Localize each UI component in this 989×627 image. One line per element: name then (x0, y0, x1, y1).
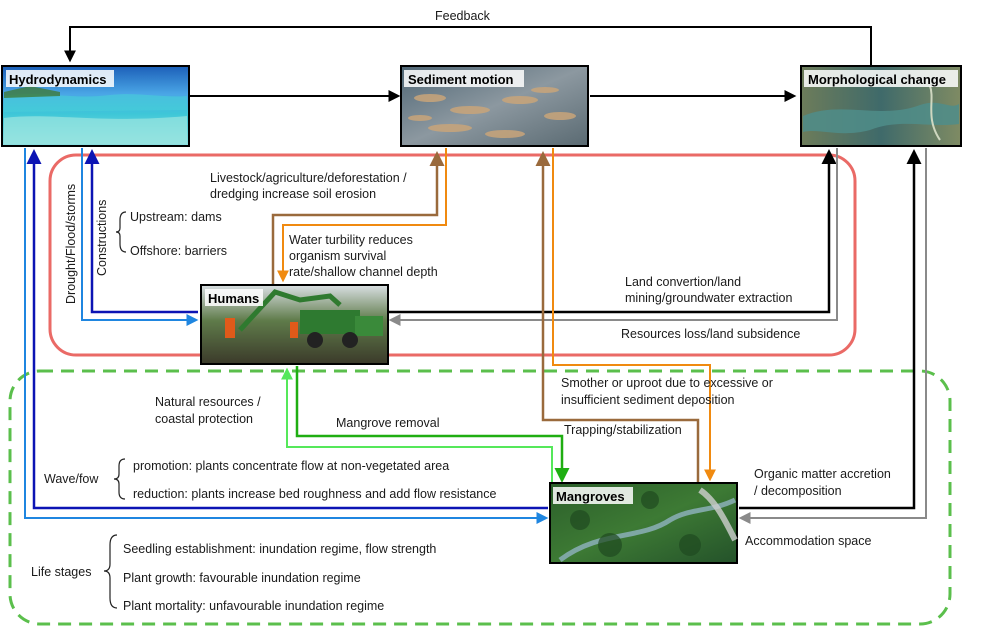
node-sediment-motion: Sediment motion (400, 65, 589, 147)
morph-to-mangroves-arrow (738, 148, 927, 524)
node-humans-label: Humans (208, 291, 259, 306)
node-mangroves-label: Mangroves (556, 489, 625, 504)
hydro-to-humans-arrow (81, 148, 199, 326)
label-turbidity-line3: rate/shallow channel depth (289, 265, 438, 279)
label-organic-line1: Organic matter accretion (754, 467, 891, 481)
label-turbidity-line1: Water turbility reduces (289, 233, 413, 247)
mangroves-to-humans-arrow (281, 367, 553, 488)
label-soil-erosion-line1: Livestock/agriculture/deforestation / (210, 171, 407, 185)
label-seedling: Seedling establishment: inundation regim… (123, 542, 436, 556)
label-smother-line1: Smother or uproot due to excessive or (561, 376, 773, 390)
mangroves-to-hydro-arrow (26, 149, 548, 510)
label-accommodation: Accommodation space (745, 534, 872, 548)
life-stages-brace (103, 534, 118, 609)
human-influence-region (48, 153, 857, 357)
morph-to-humans-arrow (388, 148, 838, 326)
label-natural-resources-line1: Natural resources / (155, 395, 261, 409)
label-promotion: promotion: plants concentrate flow at no… (133, 459, 449, 473)
wave-flow-brace (113, 458, 126, 500)
label-constructions: Constructions (95, 200, 109, 276)
node-humans: Humans (200, 284, 389, 365)
label-land-conversion-line1: Land convertion/land (625, 275, 741, 289)
node-morphological-change-label: Morphological change (808, 72, 946, 87)
sediment-to-humans-arrow (277, 148, 447, 283)
label-mortality: Plant mortality: unfavourable inundation… (123, 599, 384, 613)
humans-to-hydro-arrow (84, 149, 198, 314)
humans-to-sediment-arrow (271, 151, 445, 285)
label-smother-line2: insufficient sediment deposition (561, 393, 735, 407)
label-land-conversion-line2: mining/groundwater extraction (625, 291, 792, 305)
label-reduction: reduction: plants increase bed roughness… (133, 487, 496, 501)
label-soil-erosion-line2: dredging increase soil erosion (210, 187, 376, 201)
node-sediment-motion-label: Sediment motion (408, 72, 514, 87)
label-drought: Drought/Flood/storms (64, 184, 78, 304)
label-wave-flow: Wave/fow (44, 472, 99, 486)
humans-to-mangroves-arrow (295, 366, 570, 483)
label-trapping: Trapping/stabilization (564, 423, 682, 437)
label-offshore: Offshore: barriers (130, 244, 227, 258)
mangroves-to-sediment-arrow (535, 151, 700, 483)
label-feedback: Feedback (435, 9, 491, 23)
node-hydrodynamics: Hydrodynamics (1, 65, 190, 147)
feedback-arrow (64, 26, 872, 66)
label-growth: Plant growth: favourable inundation regi… (123, 571, 361, 585)
sediment-to-mangroves-arrow (552, 148, 716, 482)
mangroves-to-morph-arrow (739, 149, 922, 510)
node-hydrodynamics-label: Hydrodynamics (9, 72, 107, 87)
label-life-stages: Life stages (31, 565, 91, 579)
humans-to-morph-arrow (389, 149, 837, 314)
node-morphological-change: Morphological change (800, 65, 962, 147)
label-mangrove-removal: Mangrove removal (336, 416, 440, 430)
node-mangroves: Mangroves (549, 482, 738, 564)
label-resources-loss: Resources loss/land subsidence (621, 327, 800, 341)
mangrove-influence-region (8, 369, 952, 626)
label-natural-resources-line2: coastal protection (155, 412, 253, 426)
label-upstream: Upstream: dams (130, 210, 222, 224)
hydro-to-mangroves-arrow (24, 148, 549, 524)
label-organic-line2: / decomposition (754, 484, 842, 498)
label-turbidity-line2: organism survival (289, 249, 386, 263)
constructions-brace (115, 211, 127, 253)
